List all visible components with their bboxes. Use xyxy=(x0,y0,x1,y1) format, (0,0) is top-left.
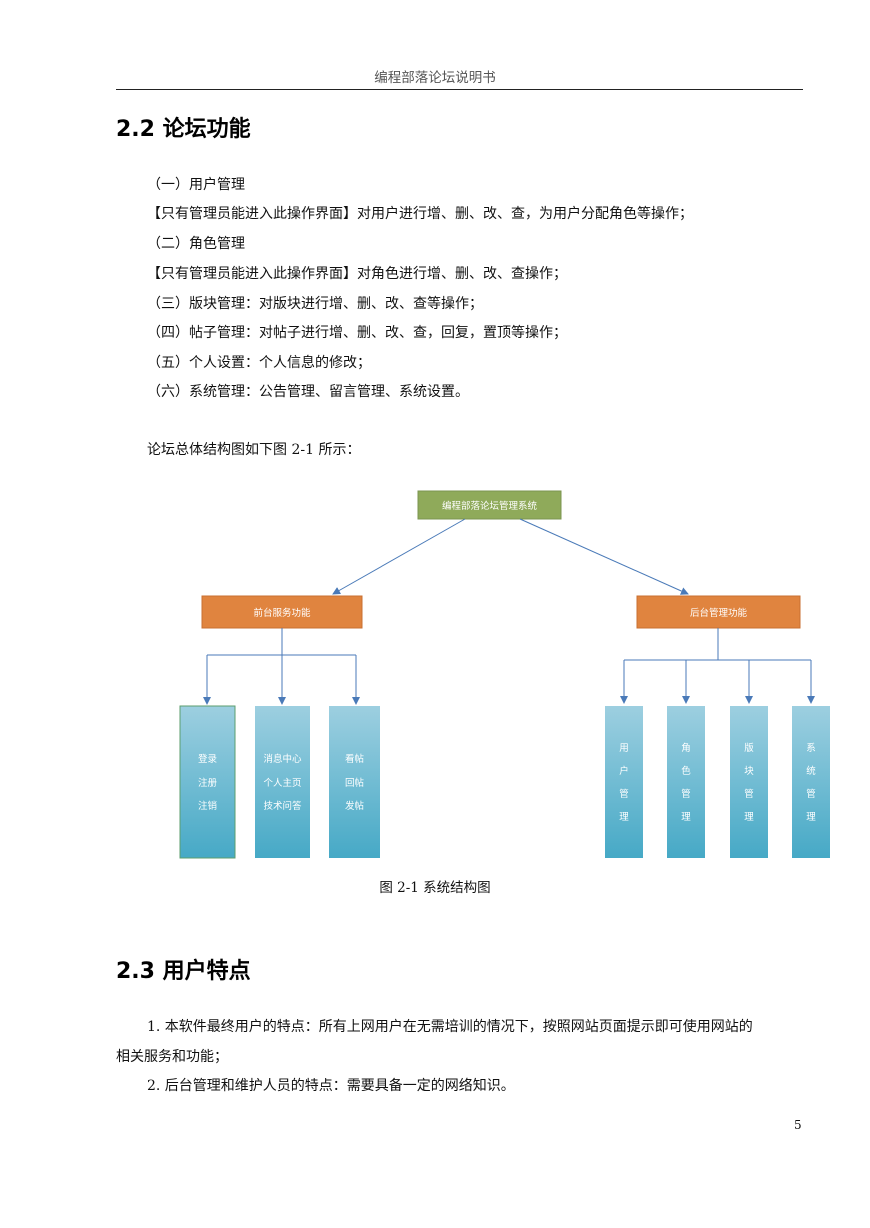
leaf-label: 理 xyxy=(744,812,754,823)
list-item: （四）帖子管理：对帖子进行增、删、改、查，回复，置顶等操作； xyxy=(147,325,567,341)
leaf-label: 色 xyxy=(681,765,691,777)
page-header-title: 编程部落论坛说明书 xyxy=(374,70,496,86)
figure-caption: 图 2-1 系统结构图 xyxy=(379,880,491,896)
leaf-label: 管 xyxy=(806,788,816,800)
header-rule xyxy=(116,89,803,90)
page-number: 5 xyxy=(794,1118,802,1132)
leaf-box-role-mgmt xyxy=(667,706,705,858)
back-function-label: 后台管理功能 xyxy=(690,607,748,619)
leaf-label: 用 xyxy=(619,743,629,754)
back-connectors xyxy=(620,628,815,704)
list-item: 【只有管理员能进入此操作界面】对用户进行增、删、改、查，为用户分配角色等操作； xyxy=(147,206,693,222)
list-item: （五）个人设置：个人信息的修改； xyxy=(147,355,371,371)
leaf-label: 理 xyxy=(619,812,629,823)
leaf-label: 管 xyxy=(744,788,754,800)
paragraph-line: 相关服务和功能； xyxy=(116,1049,228,1065)
leaf-label: 登录 xyxy=(198,754,218,765)
leaf-box-message xyxy=(255,706,310,858)
leaf-label: 块 xyxy=(744,765,754,777)
leaf-label: 技术问答 xyxy=(263,800,302,812)
leaf-box-posts xyxy=(329,706,380,858)
front-connectors xyxy=(203,628,360,705)
leaf-box-system-mgmt xyxy=(792,706,830,858)
leaf-label: 消息中心 xyxy=(263,753,302,765)
leaf-label: 户 xyxy=(619,765,629,777)
leaf-label: 管 xyxy=(619,788,629,800)
front-function-box xyxy=(201,595,363,629)
leaf-label: 回帖 xyxy=(345,777,365,789)
connector-arrow xyxy=(519,518,689,595)
leaf-label: 看帖 xyxy=(345,753,365,765)
leaf-label: 注销 xyxy=(198,800,218,812)
root-node-box xyxy=(417,490,562,520)
leaf-label: 管 xyxy=(681,788,691,800)
leaf-box-board-mgmt xyxy=(730,706,768,858)
section-heading-2-2: 2.2 论坛功能 xyxy=(116,117,251,142)
list-item: （六）系统管理：公告管理、留言管理、系统设置。 xyxy=(147,384,469,400)
leaf-label: 理 xyxy=(681,812,691,823)
leaf-label: 统 xyxy=(806,765,816,777)
leaf-box-login xyxy=(179,705,236,859)
leaf-label: 理 xyxy=(806,812,816,823)
connector-arrow xyxy=(332,518,466,595)
leaf-label: 注册 xyxy=(198,777,218,789)
leaf-label: 角 xyxy=(681,742,691,754)
list-item: 【只有管理员能进入此操作界面】对角色进行增、删、改、查操作； xyxy=(147,266,567,282)
leaf-label: 个人主页 xyxy=(263,777,301,789)
leaf-box-user-mgmt xyxy=(605,706,643,858)
paragraph-line: 2. 后台管理和维护人员的特点：需要具备一定的网络知识。 xyxy=(147,1078,515,1094)
back-function-box xyxy=(636,595,801,629)
section-heading-2-3: 2.3 用户特点 xyxy=(116,959,251,984)
list-item: （三）版块管理：对版块进行增、删、改、查等操作； xyxy=(147,296,483,312)
leaf-label: 系 xyxy=(806,743,816,754)
root-node-label: 编程部落论坛管理系统 xyxy=(442,500,538,512)
front-function-label: 前台服务功能 xyxy=(253,607,311,619)
list-item: （二）角色管理 xyxy=(147,236,245,252)
list-item: （一）用户管理 xyxy=(147,177,245,193)
leaf-label: 发帖 xyxy=(345,800,365,812)
figure-intro-text: 论坛总体结构图如下图 2-1 所示： xyxy=(147,442,361,458)
leaf-label: 版 xyxy=(744,742,754,754)
paragraph-line: 1. 本软件最终用户的特点：所有上网用户在无需培训的情况下，按照网站页面提示即可… xyxy=(147,1019,753,1035)
